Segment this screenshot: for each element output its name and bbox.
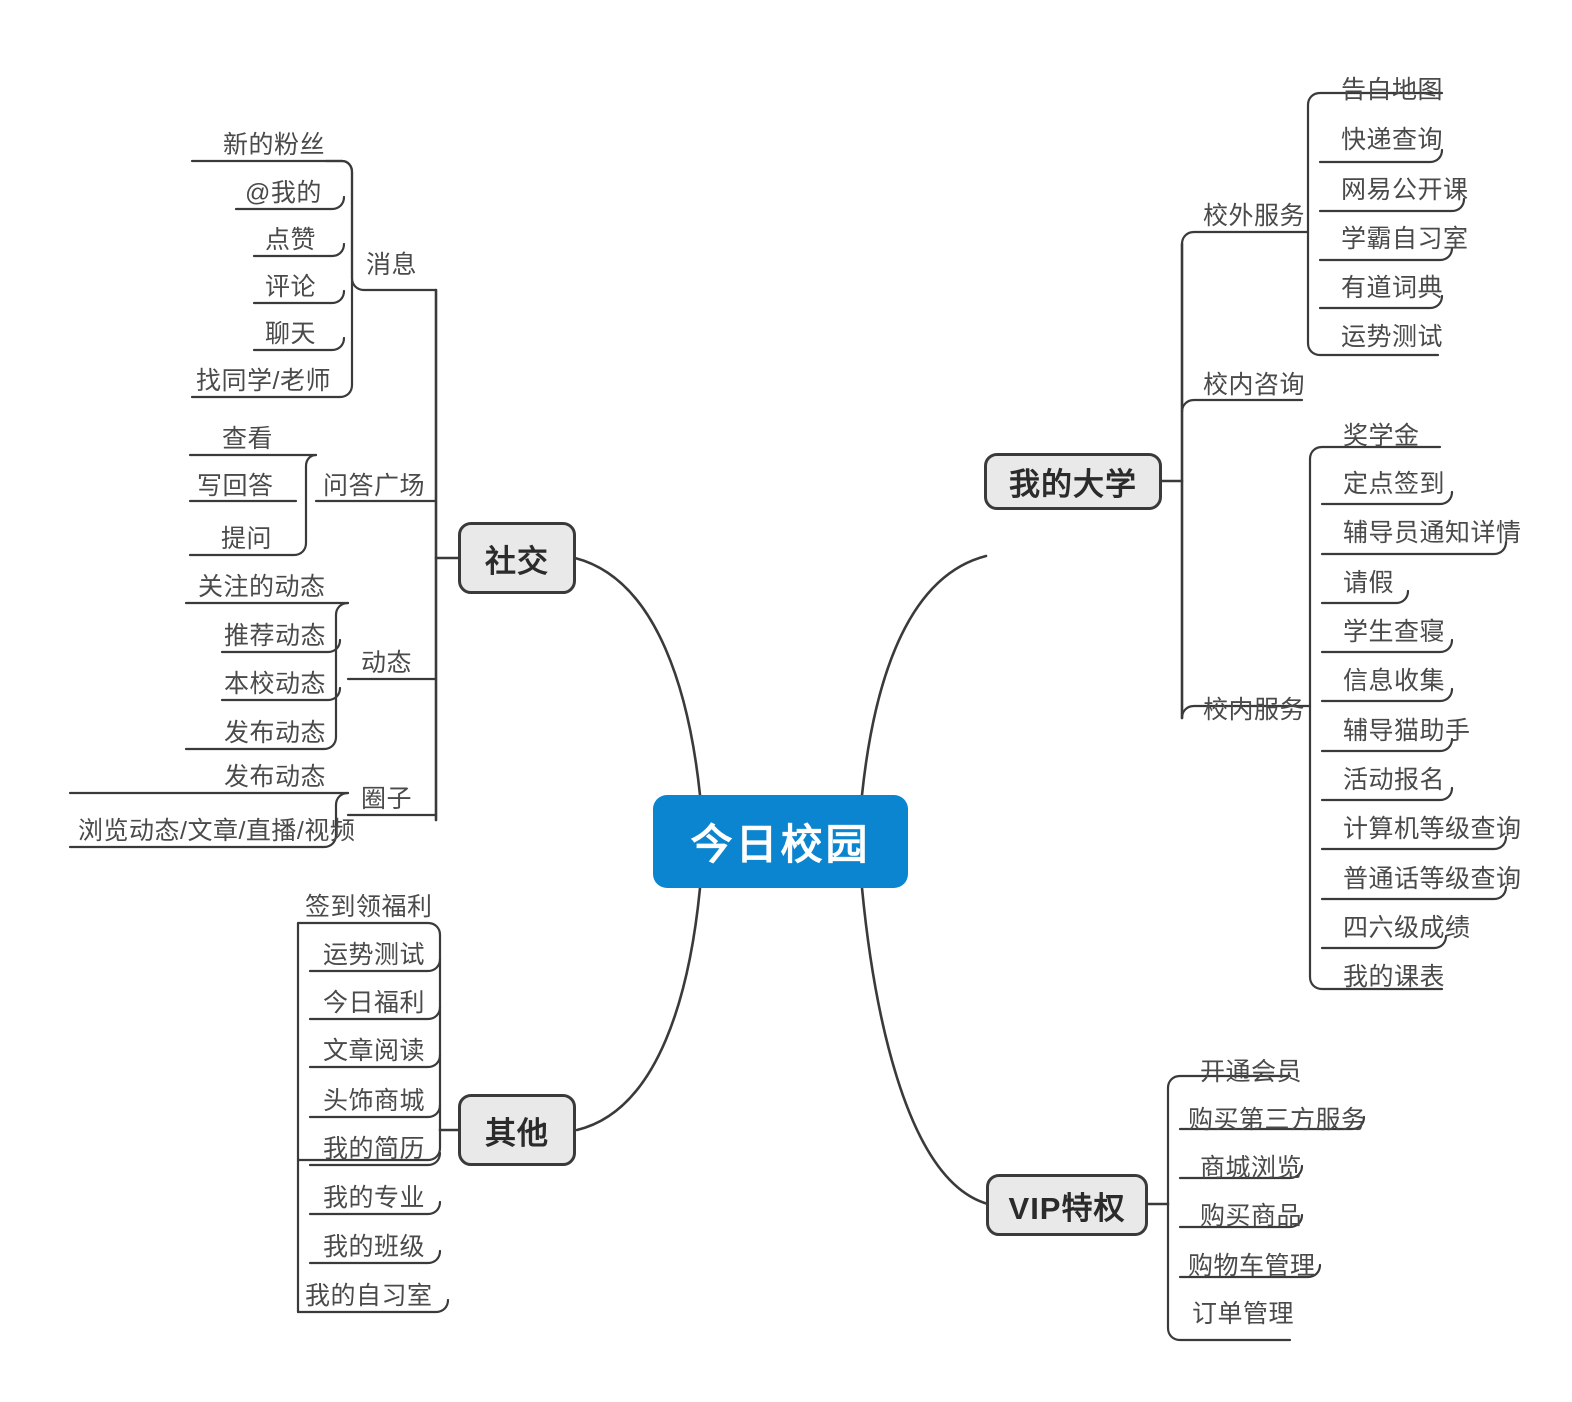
group-label-qa[interactable]: 问答广场 bbox=[323, 472, 426, 500]
leaf-inside-5[interactable]: 信息收集 bbox=[1343, 667, 1446, 695]
link-univ-outside bbox=[1180, 230, 1310, 246]
leaf-inside-4[interactable]: 学生查寝 bbox=[1343, 618, 1446, 646]
leaf-vip-4[interactable]: 购物车管理 bbox=[1188, 1252, 1316, 1280]
leaf-outside-1[interactable]: 快递查询 bbox=[1341, 126, 1444, 154]
leaf-outside-5[interactable]: 运势测试 bbox=[1341, 323, 1444, 351]
group-label-circle[interactable]: 圈子 bbox=[361, 785, 413, 813]
leaf-message-2[interactable]: 点赞 bbox=[265, 226, 317, 254]
group-label-outside-service[interactable]: 校外服务 bbox=[1203, 202, 1306, 230]
group-label-message[interactable]: 消息 bbox=[366, 251, 418, 279]
leaf-inside-7[interactable]: 活动报名 bbox=[1343, 766, 1446, 794]
leaf-outside-2[interactable]: 网易公开课 bbox=[1341, 176, 1469, 204]
leaf-inside-2[interactable]: 辅导员通知详情 bbox=[1343, 519, 1522, 547]
leaf-circle-0[interactable]: 发布动态 bbox=[224, 763, 327, 791]
branch-node-university[interactable]: 我的大学 bbox=[984, 453, 1162, 510]
leaf-feed-1[interactable]: 推荐动态 bbox=[224, 622, 327, 650]
leaf-message-4[interactable]: 聊天 bbox=[265, 320, 317, 348]
leaf-qa-2[interactable]: 提问 bbox=[221, 525, 273, 553]
leaf-other-1[interactable]: 运势测试 bbox=[323, 941, 426, 969]
root-node[interactable]: 今日校园 bbox=[653, 795, 908, 888]
leaf-other-8[interactable]: 我的自习室 bbox=[305, 1282, 433, 1310]
curve-root-to-university bbox=[860, 554, 988, 797]
leaf-inside-10[interactable]: 四六级成绩 bbox=[1343, 914, 1471, 942]
curve-root-to-other bbox=[575, 886, 702, 1132]
leaf-other-2[interactable]: 今日福利 bbox=[323, 989, 426, 1017]
leaf-other-4[interactable]: 头饰商城 bbox=[323, 1087, 426, 1115]
leaf-inside-6[interactable]: 辅导猫助手 bbox=[1343, 717, 1471, 745]
leaf-inside-8[interactable]: 计算机等级查询 bbox=[1343, 815, 1522, 843]
link-univ-consult bbox=[1180, 398, 1304, 414]
leaf-inside-9[interactable]: 普通话等级查询 bbox=[1343, 865, 1522, 893]
branch-node-university-label: 我的大学 bbox=[1009, 467, 1137, 502]
leaf-vip-3[interactable]: 购买商品 bbox=[1200, 1202, 1303, 1230]
subspine-inside-bottom bbox=[1308, 704, 1444, 991]
leaf-other-7[interactable]: 我的班级 bbox=[323, 1233, 426, 1261]
leaf-feed-2[interactable]: 本校动态 bbox=[224, 670, 327, 698]
branch-node-other[interactable]: 其他 bbox=[458, 1094, 576, 1166]
leaf-other-5[interactable]: 我的简历 bbox=[323, 1135, 426, 1163]
leaf-other-3[interactable]: 文章阅读 bbox=[323, 1037, 426, 1065]
leaf-inside-3[interactable]: 请假 bbox=[1343, 569, 1395, 597]
leaf-vip-0[interactable]: 开通会员 bbox=[1200, 1058, 1303, 1086]
leaf-outside-0[interactable]: 告白地图 bbox=[1341, 76, 1444, 104]
leaf-message-0[interactable]: 新的粉丝 bbox=[223, 131, 326, 159]
leaf-other-6[interactable]: 我的专业 bbox=[323, 1184, 426, 1212]
leaf-vip-5[interactable]: 订单管理 bbox=[1192, 1300, 1295, 1328]
leaf-inside-11[interactable]: 我的课表 bbox=[1343, 963, 1446, 991]
group-label-inside-service[interactable]: 校内服务 bbox=[1203, 696, 1306, 724]
leaf-vip-1[interactable]: 购买第三方服务 bbox=[1188, 1106, 1367, 1134]
leaf-other-0[interactable]: 签到领福利 bbox=[305, 893, 433, 921]
root-node-label: 今日校园 bbox=[690, 821, 871, 868]
leaf-outside-4[interactable]: 有道词典 bbox=[1341, 274, 1444, 302]
leaf-outside-3[interactable]: 学霸自习室 bbox=[1341, 225, 1469, 253]
leaf-inside-1[interactable]: 定点签到 bbox=[1343, 470, 1446, 498]
leaf-qa-0[interactable]: 查看 bbox=[222, 425, 274, 453]
leaf-feed-3[interactable]: 发布动态 bbox=[224, 719, 327, 747]
leaf-message-1[interactable]: @我的 bbox=[245, 179, 322, 207]
curve-root-to-vip bbox=[860, 886, 990, 1206]
group-label-inside-consult[interactable]: 校内咨询 bbox=[1203, 371, 1306, 399]
branch-node-social-label: 社交 bbox=[485, 543, 549, 579]
leaf-message-3[interactable]: 评论 bbox=[265, 273, 317, 301]
subspine-vip-top bbox=[1166, 1074, 1292, 1206]
branch-node-social[interactable]: 社交 bbox=[458, 522, 576, 594]
subspine-outside-top bbox=[1306, 91, 1444, 234]
branch-node-other-label: 其他 bbox=[485, 1115, 549, 1151]
leaf-message-5[interactable]: 找同学/老师 bbox=[196, 367, 331, 395]
curve-root-to-social bbox=[573, 556, 702, 797]
branch-node-vip-label: VIP特权 bbox=[1008, 1190, 1126, 1226]
leaf-vip-2[interactable]: 商城浏览 bbox=[1200, 1154, 1303, 1182]
leaf-feed-0[interactable]: 关注的动态 bbox=[198, 573, 326, 601]
group-label-feed[interactable]: 动态 bbox=[361, 649, 413, 677]
leaf-qa-1[interactable]: 写回答 bbox=[197, 472, 274, 500]
leaf-inside-0[interactable]: 奖学金 bbox=[1343, 422, 1420, 450]
leaf-circle-1[interactable]: 浏览动态/文章/直播/视频 bbox=[78, 817, 356, 845]
branch-node-vip[interactable]: VIP特权 bbox=[986, 1174, 1148, 1236]
